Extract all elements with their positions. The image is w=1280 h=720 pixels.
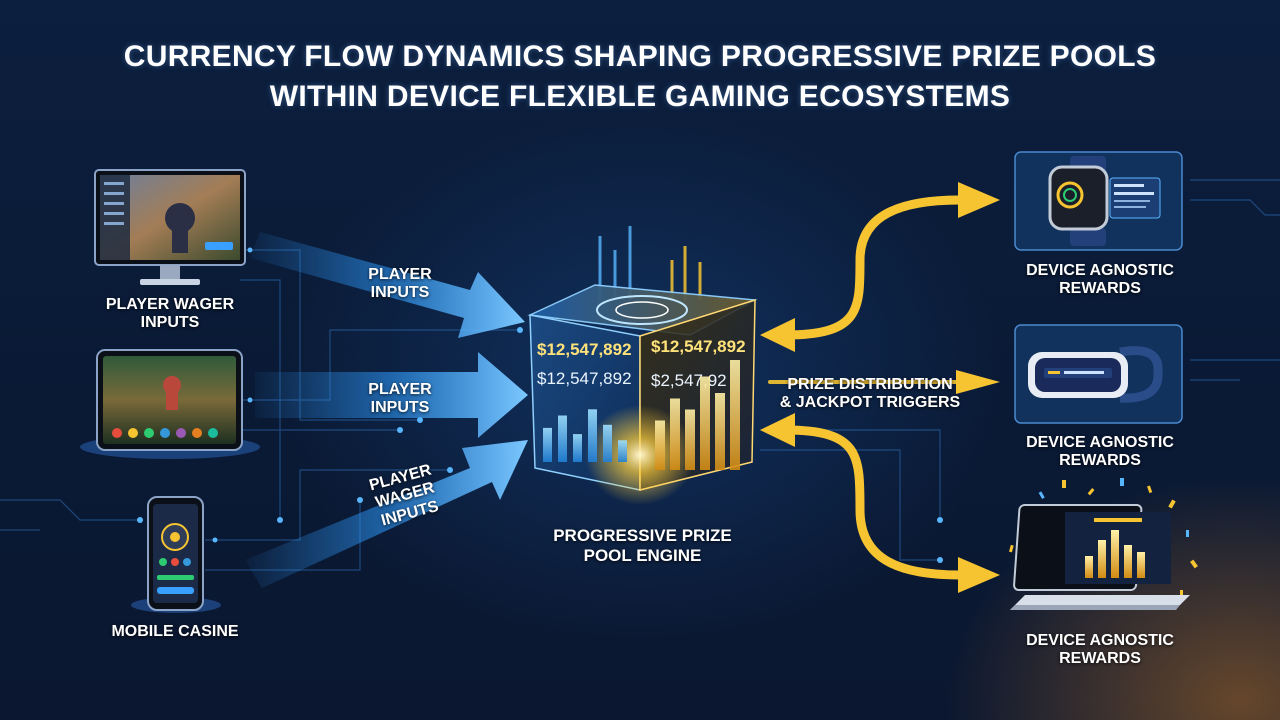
engine-bar-right-6 bbox=[730, 360, 740, 470]
input-arrow-bottom bbox=[245, 440, 528, 588]
output-label-vr: DEVICE AGNOSTIC REWARDS bbox=[1026, 434, 1174, 470]
mobile-phone bbox=[131, 496, 221, 613]
output-label-watch: DEVICE AGNOSTIC REWARDS bbox=[1026, 262, 1174, 298]
distribution-label: PRIZE DISTRIBUTION & JACKPOT TRIGGERS bbox=[779, 376, 961, 412]
arrow-label-middle: PLAYER INPUTS bbox=[368, 381, 432, 417]
engine-bar-right-3 bbox=[685, 409, 695, 470]
engine-bars-left bbox=[543, 409, 627, 462]
engine-bar-right-4 bbox=[700, 376, 710, 470]
mobile-label: MOBILE CASINE bbox=[111, 623, 239, 640]
engine-amount-right-bottom: $2,547,92 bbox=[651, 371, 727, 390]
engine-bar-right-5 bbox=[715, 393, 725, 470]
smartwatch-panel bbox=[1014, 151, 1183, 251]
circuit-nodes bbox=[137, 247, 943, 563]
engine-amount-left-bottom: $12,547,892 bbox=[537, 369, 632, 388]
engine-bar-left-1 bbox=[543, 427, 552, 462]
output-label-laptop: DEVICE AGNOSTIC REWARDS bbox=[1026, 632, 1174, 668]
engine-bar-left-3 bbox=[573, 434, 582, 462]
engine-bar-left-5 bbox=[603, 424, 612, 462]
output-arrow-bottom bbox=[780, 425, 965, 580]
output-arrow-top bbox=[780, 195, 965, 340]
engine-bar-left-2 bbox=[558, 415, 567, 462]
desktop-label: PLAYER WAGER INPUTS bbox=[105, 296, 235, 332]
engine-bars-right bbox=[655, 360, 740, 470]
engine-bar-right-1 bbox=[655, 420, 665, 470]
engine-bar-right-2 bbox=[670, 398, 680, 470]
engine-amount-left-top: $12,547,892 bbox=[537, 340, 632, 359]
input-arrow-top bbox=[250, 232, 525, 338]
page-title-line-2: WITHIN DEVICE FLEXIBLE GAMING ECOSYSTEMS bbox=[269, 80, 1011, 113]
input-arrows bbox=[245, 232, 528, 588]
engine-label: PROGRESSIVE PRIZE POOL ENGINE bbox=[553, 526, 732, 565]
arrow-label-top: PLAYER INPUTS bbox=[368, 266, 432, 302]
engine-bar-left-4 bbox=[588, 409, 597, 462]
engine-bar-left-6 bbox=[618, 440, 627, 462]
input-arrow-middle bbox=[255, 352, 528, 438]
engine-amount-right-top: $12,547,892 bbox=[651, 337, 746, 356]
desktop-monitor bbox=[94, 169, 246, 285]
output-arrowheads bbox=[760, 182, 1000, 593]
laptop-device bbox=[1008, 478, 1198, 610]
tablet-device bbox=[80, 349, 260, 459]
output-arrows bbox=[768, 195, 965, 580]
prize-pool-engine-cube: $12,547,892 $12,547,892 $12,547,892 $2,5… bbox=[527, 226, 758, 505]
page-title-line-1: CURRENCY FLOW DYNAMICS SHAPING PROGRESSI… bbox=[123, 40, 1157, 73]
vr-headset-panel bbox=[1014, 324, 1183, 424]
